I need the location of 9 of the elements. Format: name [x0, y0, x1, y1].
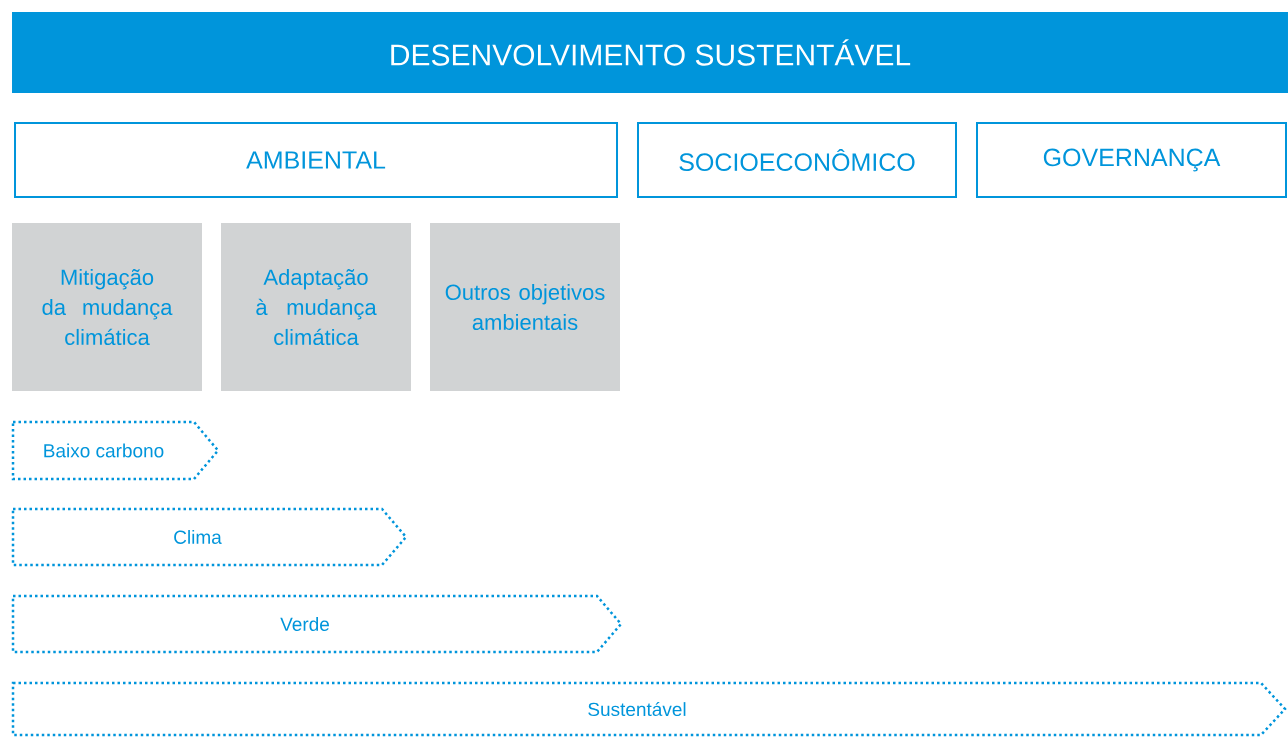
- category-box: GOVERNANÇA: [976, 122, 1287, 198]
- scope-arrow-box: Clima: [11, 507, 408, 567]
- objective-box: Adaptação à mudança climática: [221, 223, 411, 391]
- objective-box: Outros objetivos ambientais: [430, 223, 620, 391]
- scope-arrow-box: Baixo carbono: [11, 420, 220, 481]
- category-box: AMBIENTAL: [14, 122, 618, 198]
- objective-box: Mitigação da mudança climática: [12, 223, 202, 391]
- category-box: SOCIOECONÔMICO: [637, 122, 957, 198]
- title-banner: DESENVOLVIMENTO SUSTENTÁVEL: [12, 12, 1288, 93]
